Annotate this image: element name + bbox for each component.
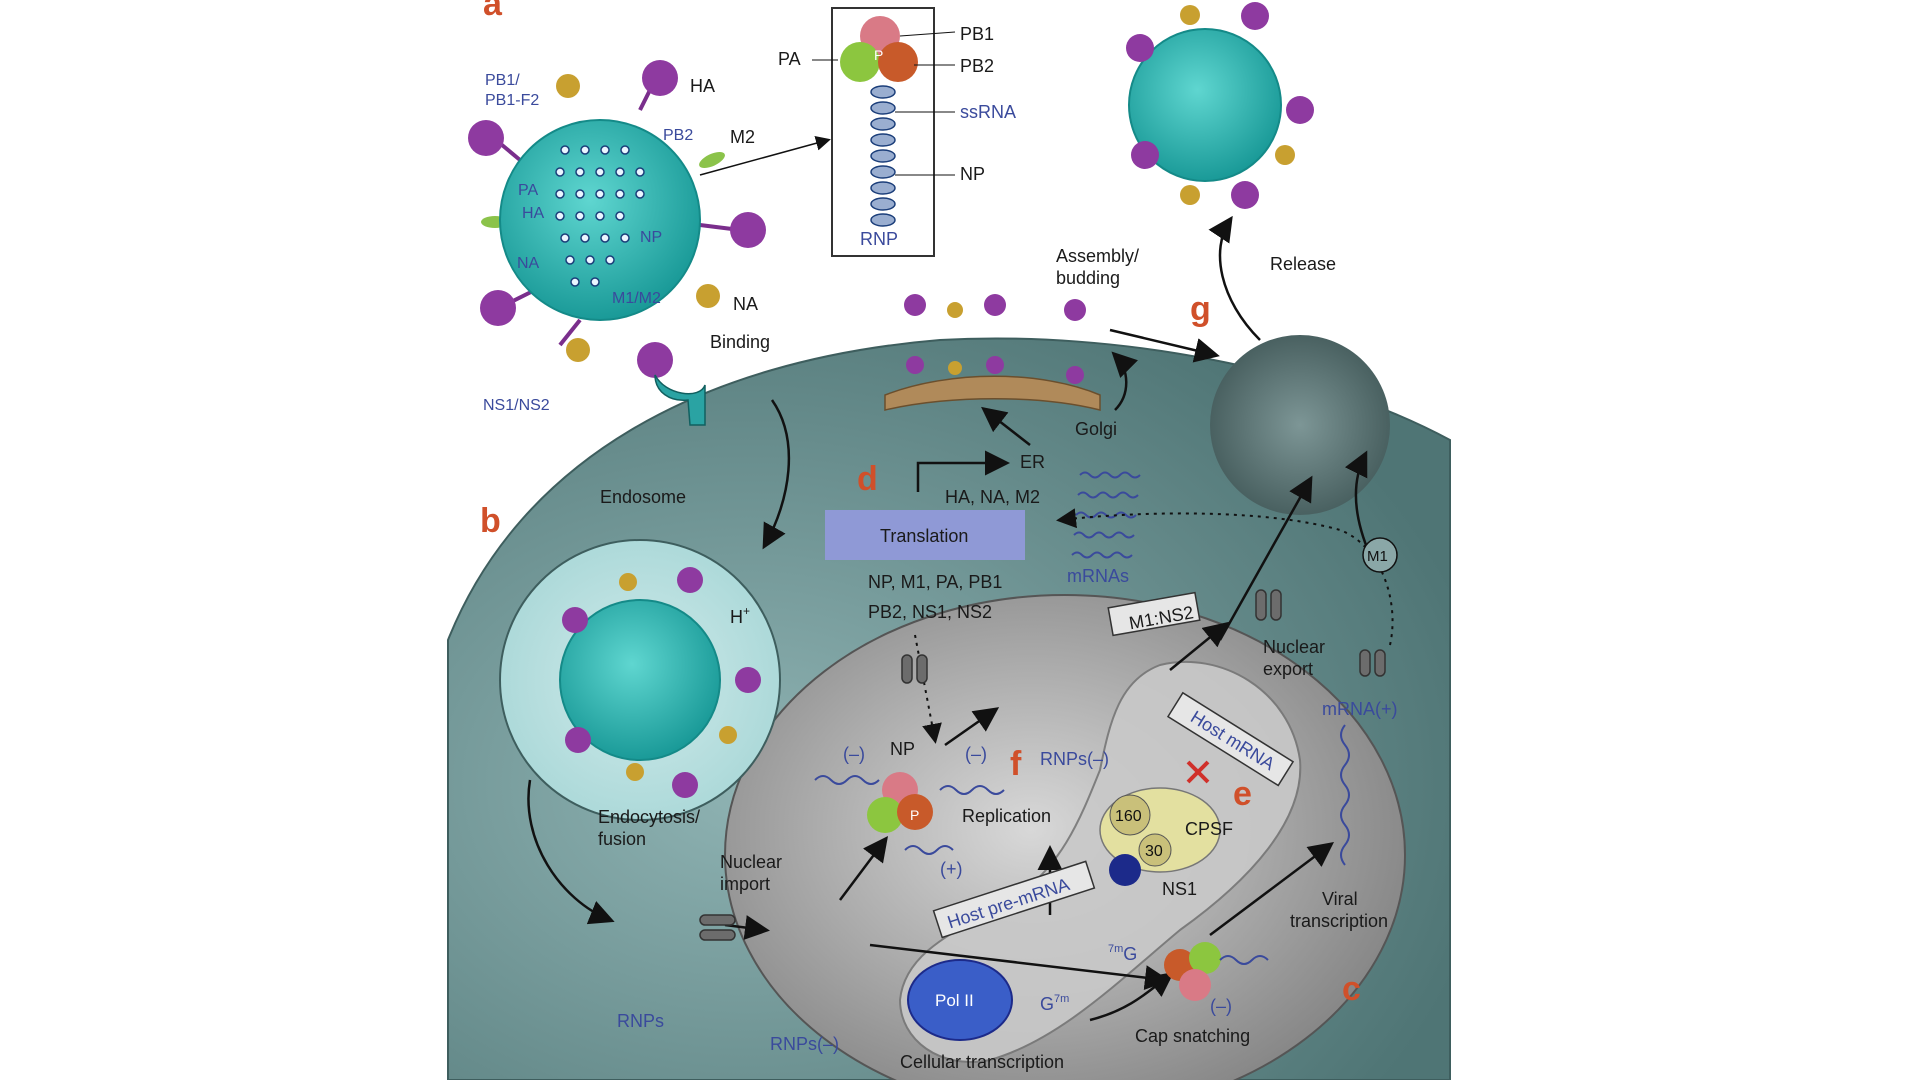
- label-g7m: G7m: [1040, 993, 1069, 1014]
- panel-e: e: [1233, 775, 1252, 813]
- label-cpsf: CPSF: [1185, 819, 1233, 839]
- label-assembly: Assembly/: [1056, 246, 1139, 266]
- label-plus: (+): [940, 859, 963, 879]
- label-minus-cap: (–): [1210, 996, 1232, 1016]
- label-endosome: Endosome: [600, 487, 686, 507]
- rnp-p: P: [874, 47, 883, 63]
- rnp-np: NP: [960, 164, 985, 184]
- label-viral-transcription-2: transcription: [1290, 911, 1388, 931]
- label-pa: PA: [518, 182, 538, 199]
- label-ns1: NS1: [1162, 879, 1197, 899]
- label-160: 160: [1115, 808, 1142, 825]
- budding-virion: [1210, 335, 1390, 515]
- virion-endosome: [559, 567, 761, 798]
- label-p: P: [910, 807, 919, 823]
- label-rnps-minus: RNPs(–): [770, 1034, 839, 1054]
- rnp-pa: PA: [778, 49, 801, 69]
- label-pb1: PB1/: [485, 72, 520, 89]
- label-np: NP: [640, 229, 662, 246]
- label-ha-na-m2: HA, NA, M2: [945, 487, 1040, 507]
- rnp-pb2: PB2: [960, 56, 994, 76]
- label-minus-right: (–): [965, 744, 987, 764]
- label-proteins-1: NP, M1, PA, PB1: [868, 572, 1002, 592]
- label-cap-snatching: Cap snatching: [1135, 1026, 1250, 1046]
- label-nuclear-import-1: Nuclear: [720, 852, 782, 872]
- label-proteins-2: PB2, NS1, NS2: [868, 602, 992, 622]
- label-golgi: Golgi: [1075, 419, 1117, 439]
- label-viral-transcription-1: Viral: [1322, 889, 1358, 909]
- label-release: Release: [1270, 254, 1336, 274]
- panel-c: c: [1342, 970, 1361, 1008]
- nucleolus-region: [898, 660, 1302, 1063]
- label-replication: Replication: [962, 806, 1051, 826]
- label-fusion: fusion: [598, 829, 646, 849]
- rnp-ssrna: ssRNA: [960, 102, 1016, 122]
- label-translation: Translation: [880, 526, 968, 546]
- label-m1m2: M1/M2: [612, 290, 661, 307]
- label-nuclear-export-1: Nuclear: [1263, 637, 1325, 657]
- m1ns2-box: [1107, 591, 1201, 637]
- m1-circle: [1362, 537, 1398, 573]
- label-rnps-minus-2: RNPs(–): [1040, 749, 1109, 769]
- label-nuclear-export-2: export: [1263, 659, 1313, 679]
- block-x-icon: [1186, 760, 1210, 784]
- label-m1: M1: [1367, 548, 1388, 565]
- label-m2: M2: [730, 127, 755, 147]
- label-na: NA: [733, 294, 758, 314]
- translation-box: [825, 510, 1025, 560]
- label-mrna-plus: mRNA(+): [1322, 699, 1398, 719]
- label-ns1ns2: NS1/NS2: [483, 397, 550, 414]
- label-budding: budding: [1056, 268, 1120, 288]
- golgi: [884, 375, 1101, 411]
- panel-g: g: [1190, 290, 1211, 328]
- label-mrnas: mRNAs: [1067, 566, 1129, 586]
- panel-a: a: [483, 0, 503, 23]
- host-premrna-box: [932, 860, 1096, 939]
- rnp-label: RNP: [860, 229, 898, 249]
- label-ha-inner: HA: [522, 205, 545, 222]
- label-h: H+: [730, 604, 750, 627]
- label-m7g: 7mG: [1108, 943, 1137, 964]
- panel-b: b: [480, 502, 501, 540]
- label-nuclear-import-2: import: [720, 874, 770, 894]
- pol2: [907, 959, 1013, 1041]
- label-rnps: RNPs: [617, 1011, 664, 1031]
- receptor: [654, 374, 706, 426]
- label-30: 30: [1145, 843, 1163, 860]
- label-ha: HA: [690, 76, 715, 96]
- label-endocytosis: Endocytosis/: [598, 807, 700, 827]
- label-cellular-transcription: Cellular transcription: [900, 1052, 1064, 1072]
- label-na-inner: NA: [517, 255, 540, 272]
- panel-f: f: [1010, 745, 1022, 783]
- label-pol2: Pol II: [935, 991, 974, 1010]
- label-pb1f2: PB1-F2: [485, 92, 539, 109]
- label-er: ER: [1020, 452, 1045, 472]
- label-pb2: PB2: [663, 127, 693, 144]
- rnp-pb1: PB1: [960, 24, 994, 44]
- panel-d: d: [857, 460, 878, 498]
- host-mrna-box: [1166, 691, 1295, 787]
- label-minus-left: (–): [843, 744, 865, 764]
- label-binding: Binding: [710, 332, 770, 352]
- virion-released: [1126, 2, 1314, 209]
- label-np-import: NP: [890, 739, 915, 759]
- virion-main: [468, 60, 766, 378]
